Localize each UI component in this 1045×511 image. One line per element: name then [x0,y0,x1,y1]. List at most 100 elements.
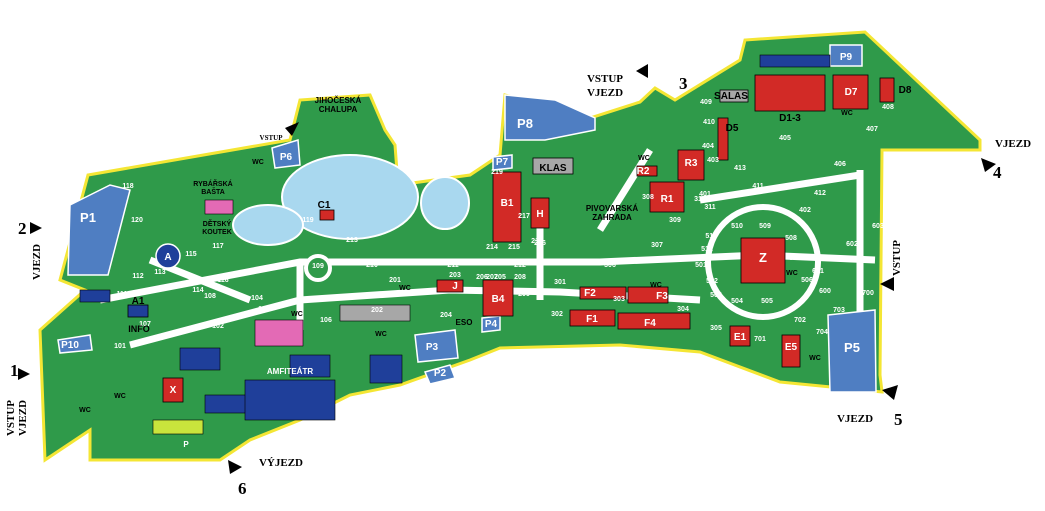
area-label: 301 [554,279,566,286]
area-label: 509 [759,223,771,230]
hall-d7[interactable] [832,74,869,110]
structure [289,354,331,378]
parking-label: P4 [485,319,498,330]
gate-arrow [981,158,996,172]
area-label: 408 [882,104,894,111]
area-label: 502 [706,278,718,285]
structure [79,289,111,303]
area-label: 205 [494,274,506,281]
area-label: 401 [699,191,711,198]
area-label: 201 [389,277,401,284]
hall-label: E1 [734,332,747,343]
hall-f3[interactable] [627,286,669,304]
hall-a[interactable] [155,243,181,269]
hall-label: R1 [661,194,674,205]
hall-label: F3 [656,291,668,302]
hall-r2[interactable] [636,165,658,177]
hall-salas[interactable] [719,89,749,103]
area-label: 508 [785,235,797,242]
area-label: 115 [185,251,196,258]
place-eso: ESO [456,318,473,327]
area-label: 405 [779,135,791,142]
hall-b4[interactable] [482,279,514,317]
place-jihoceska-chalupa: JIHOČESKÁ [315,96,362,105]
area-label: 302 [551,311,563,318]
gate-number: 5 [894,410,903,429]
area-label: 215 [508,244,520,251]
parking-p5[interactable] [827,309,877,393]
hall-x[interactable] [162,377,184,403]
parking-p6[interactable] [271,139,301,169]
area-label: 208 [514,274,526,281]
hall-f1[interactable] [569,309,616,327]
area-label: 118 [122,183,133,190]
area-label: 501 [695,262,707,269]
area-label: 116 [217,277,228,284]
area-label: 511 [705,233,716,240]
hall-j[interactable] [436,279,464,293]
hall-d5[interactable] [717,117,729,161]
area-label: 101 [114,343,126,350]
gate-number: 3 [679,74,688,93]
hall-d8[interactable] [879,77,895,103]
hall-b1[interactable] [492,171,522,243]
hall-klas[interactable] [532,157,574,175]
hall-e5[interactable] [781,334,801,368]
hall-label: E5 [785,342,798,353]
hall-label: D7 [845,87,858,98]
road-segment [699,171,861,204]
area-label: 206 [476,274,488,281]
area-label: 112 [132,273,143,280]
place-pivovarska-zahrada: ZAHRADA [592,213,632,222]
wc-point: WC [291,311,303,318]
parking-label: P9 [840,52,853,63]
parking-label: P2 [434,368,447,379]
parking-p8[interactable] [504,94,596,141]
hall-r3[interactable] [677,149,705,181]
area-label: 104 [251,295,263,302]
lake-right [420,176,470,230]
parking-label: P8 [517,116,533,131]
parking-p7[interactable] [492,154,513,171]
gate-number: 1 [10,361,19,380]
hall-label: A1 [132,296,145,307]
parking-p4[interactable] [481,315,501,333]
hall-label: F1 [586,314,598,325]
area-label: 120 [131,217,143,224]
area-label: 117 [212,243,223,250]
parking-p3[interactable] [414,329,459,363]
hall-f2[interactable] [579,286,627,300]
gate-label: VJEZD [31,244,43,280]
structure [254,319,304,347]
structure [179,347,221,371]
lake-large [281,154,419,240]
gate-label: VJEZD [17,400,29,436]
area-label: 700 [862,290,874,297]
wc-point: WC [809,355,821,362]
hall-f4[interactable] [617,312,691,330]
wc-point: WC [841,110,853,117]
area-label: 113 [154,269,165,276]
area-label: 209 [518,291,530,298]
hall-c1[interactable] [319,209,335,221]
hall-d13[interactable] [754,74,826,112]
parking-p1[interactable] [67,184,131,276]
hall-r1[interactable] [649,181,685,213]
area-label: 506 [801,277,813,284]
parking-p2[interactable] [423,364,457,385]
wc-point: WC [79,407,91,414]
hall-a1[interactable] [127,304,149,318]
hall-h[interactable] [530,197,550,229]
area-label: 510 [731,223,743,230]
gate-arrow [880,277,894,291]
hall-label: R3 [685,158,698,169]
wc-point: WC [786,270,798,277]
area-label: 303 [613,296,625,303]
hall-e1[interactable] [729,325,751,347]
hall-z[interactable] [740,237,786,284]
parking-p10[interactable] [57,334,93,354]
area-label: 311 [704,204,715,211]
structure [244,379,336,421]
gate-arrow [636,64,648,78]
